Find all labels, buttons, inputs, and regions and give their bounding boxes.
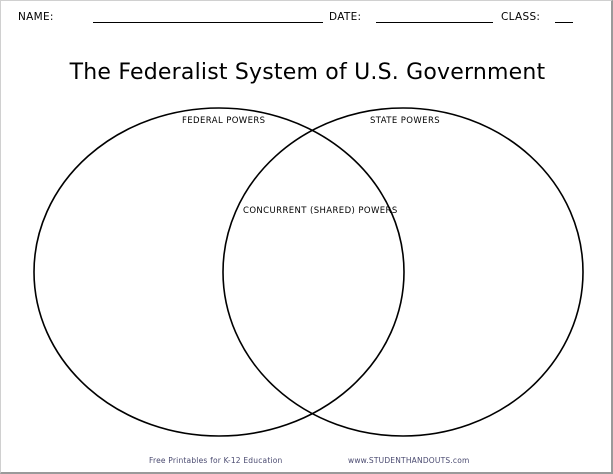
name-line: [93, 22, 323, 23]
worksheet-title: The Federalist System of U.S. Government: [69, 60, 546, 85]
date-label: DATE:: [329, 11, 362, 23]
state-powers-label: STATE POWERS: [370, 116, 441, 126]
date-line: [376, 22, 493, 23]
class-line: [555, 22, 573, 23]
footer-website-link[interactable]: www.STUDENTHANDOUTS.com: [348, 456, 470, 465]
concurrent-powers-label: CONCURRENT (SHARED) POWERS: [243, 206, 398, 216]
class-label: CLASS:: [501, 11, 541, 23]
federal-powers-label: FEDERAL POWERS: [182, 116, 266, 126]
name-label: NAME:: [18, 11, 54, 23]
state-circle: [222, 107, 584, 437]
federal-circle: [33, 107, 405, 437]
footer-left-text: Free Printables for K-12 Education: [149, 456, 283, 465]
